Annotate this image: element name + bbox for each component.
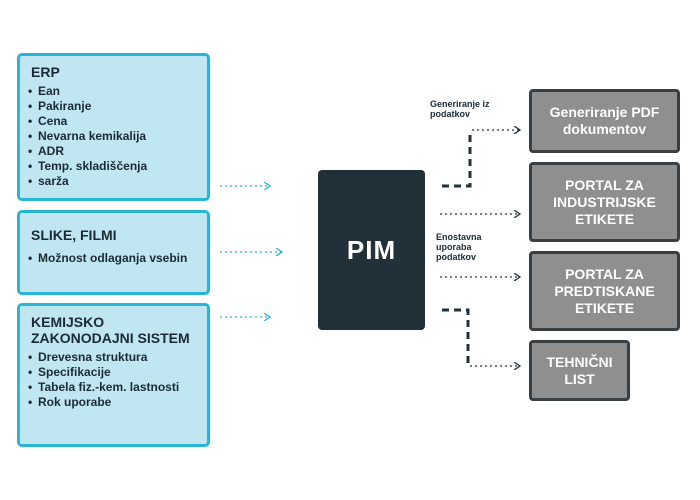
source-list-erp: Ean Pakiranje Cena Nevarna kemikalija AD… (28, 84, 195, 189)
output-label-predtiskane: PORTAL ZA PREDTISKANE ETIKETE (554, 265, 655, 316)
pim-hub: PIM (318, 170, 425, 330)
output-box-pdf: Generiranje PDF dokumentov (529, 89, 680, 153)
source-box-slike-filmi: SLIKE, FILMI Možnost odlaganja vsebin (17, 210, 210, 295)
list-item: Rok uporabe (28, 395, 195, 410)
list-item: ADR (28, 144, 195, 159)
output-box-tehnicni: TEHNIČNI LIST (529, 340, 630, 401)
arrow-pim-to-tehnicni-elbow (442, 308, 470, 366)
source-box-erp: ERP Ean Pakiranje Cena Nevarna kemikalij… (17, 53, 210, 201)
list-item: Cena (28, 114, 195, 129)
arrow-pim-to-pdf-elbow (442, 130, 472, 188)
list-item: Možnost odlaganja vsebin (28, 251, 195, 266)
connector-label-generate: Generiranje iz podatkov (430, 99, 490, 119)
source-box-kemijsko: KEMIJSKO ZAKONODAJNI SISTEM Drevesna str… (17, 303, 210, 447)
source-title-erp: ERP (31, 64, 60, 80)
output-box-industrijske: PORTAL ZA INDUSTRIJSKE ETIKETE (529, 162, 680, 242)
list-item: Temp. skladiščenja (28, 159, 195, 174)
source-title-kemijsko: KEMIJSKO ZAKONODAJNI SISTEM (31, 314, 190, 346)
list-item: Tabela fiz.-kem. lastnosti (28, 380, 195, 395)
connector-label-simple-use: Enostavna uporaba podatkov (436, 232, 482, 262)
output-label-industrijske: PORTAL ZA INDUSTRIJSKE ETIKETE (553, 176, 656, 227)
list-item: Nevarna kemikalija (28, 129, 195, 144)
output-label-tehnicni: TEHNIČNI LIST (546, 353, 613, 387)
source-list-slike-filmi: Možnost odlaganja vsebin (28, 251, 195, 266)
list-item: Specifikacije (28, 365, 195, 380)
list-item: Pakiranje (28, 99, 195, 114)
pim-label: PIM (346, 234, 397, 265)
list-item: Drevesna struktura (28, 350, 195, 365)
output-label-pdf: Generiranje PDF dokumentov (549, 104, 660, 137)
source-title-slike-filmi: SLIKE, FILMI (31, 227, 117, 243)
output-box-predtiskane: PORTAL ZA PREDTISKANE ETIKETE (529, 251, 680, 331)
list-item: Ean (28, 84, 195, 99)
source-list-kemijsko: Drevesna struktura Specifikacije Tabela … (28, 350, 195, 410)
list-item: sarža (28, 174, 195, 189)
